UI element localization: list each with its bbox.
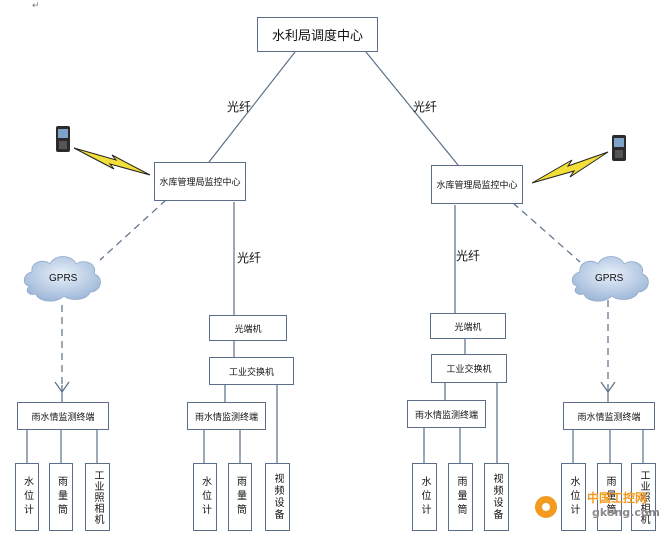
industrial-camera-far-left: 工业照相机 <box>85 463 110 531</box>
mobile-phone-icon-right <box>612 135 626 161</box>
rain-terminal-far-left: 雨水情监测终端 <box>17 402 109 430</box>
fiber-label-left-down: 光纤 <box>237 251 262 265</box>
rain-terminal-far-left-label: 雨水情监测终端 <box>31 412 95 423</box>
rain-gauge-label: 雨量筒 <box>604 476 615 518</box>
fiber-line-top-left <box>208 51 296 163</box>
rain-terminal-far-right-label: 雨水情监测终端 <box>577 412 641 423</box>
monitoring-center-left-label: 水库管理局监控中心 <box>159 178 241 188</box>
fiber-label-top-left: 光纤 <box>227 100 252 114</box>
watermark-url: gkong.com <box>592 506 660 519</box>
optical-terminal-right: 光端机 <box>430 313 506 339</box>
water-level-meter-center-left: 水位计 <box>193 463 217 531</box>
video-device-label: 视频设备 <box>272 473 283 521</box>
mobile-phone-icon-left <box>56 126 70 152</box>
water-level-meter-label: 水位计 <box>199 476 211 518</box>
gprs-label-left: GPRS <box>49 273 78 284</box>
gprs-cloud-icon-left <box>23 256 101 302</box>
optical-terminal-left: 光端机 <box>209 315 287 341</box>
fiber-line-top-right <box>365 51 459 166</box>
video-device-right: 视频设备 <box>484 463 509 531</box>
lightning-icon-left <box>73 147 151 176</box>
wireless-link-right <box>512 202 581 263</box>
water-level-meter-label: 水位计 <box>568 476 579 518</box>
optical-terminal-left-label: 光端机 <box>234 324 262 335</box>
gprs-label-right: GPRS <box>595 273 624 284</box>
water-level-meter-center-right: 水位计 <box>412 463 437 531</box>
industrial-switch-right-label: 工业交换机 <box>446 365 492 375</box>
gprs-cloud-icon-right <box>571 256 649 302</box>
fiber-label-top-right: 光纤 <box>413 100 438 114</box>
rain-terminal-center-left: 雨水情监测终端 <box>187 402 266 430</box>
antenna-icon-left <box>54 381 70 402</box>
water-level-meter-far-right: 水位计 <box>561 463 586 531</box>
rain-terminal-center-left-label: 雨水情监测终端 <box>194 412 258 423</box>
water-level-meter-label: 水位计 <box>419 476 430 518</box>
dispatch-center-label: 水利局调度中心 <box>271 29 363 44</box>
video-device-left: 视频设备 <box>265 463 290 531</box>
rain-gauge-label: 雨量筒 <box>234 476 246 518</box>
rain-terminal-center-right: 雨水情监测终端 <box>407 400 486 428</box>
rain-gauge-label: 雨量筒 <box>55 476 67 518</box>
monitoring-center-right-label: 水库管理局监控中心 <box>436 181 518 191</box>
rain-gauge-far-right: 雨量筒 <box>597 463 622 531</box>
antenna-icon-right <box>600 381 616 402</box>
industrial-switch-left-label: 工业交换机 <box>228 367 274 378</box>
rain-terminal-far-right: 雨水情监测终端 <box>563 402 655 430</box>
rain-terminal-center-right-label: 雨水情监测终端 <box>414 410 478 421</box>
industrial-switch-right: 工业交换机 <box>431 354 507 383</box>
industrial-camera-label: 工业照相机 <box>92 469 103 525</box>
water-level-meter-label: 水位计 <box>21 476 33 518</box>
monitoring-center-right: 水库管理局监控中心 <box>431 165 523 204</box>
industrial-switch-left: 工业交换机 <box>209 357 294 385</box>
rain-gauge-center-left: 雨量筒 <box>228 463 252 531</box>
dispatch-center-node: 水利局调度中心 <box>257 17 378 52</box>
wireless-link-left <box>99 199 167 261</box>
watermark-title: 中国工控网 <box>587 491 648 505</box>
lightning-icon-right <box>531 151 609 184</box>
monitoring-center-left: 水库管理局监控中心 <box>154 162 246 201</box>
fiber-label-right-down: 光纤 <box>456 249 481 263</box>
paragraph-mark: ↵ <box>32 0 40 10</box>
rain-gauge-far-left: 雨量筒 <box>49 463 73 531</box>
industrial-camera-label: 工业照相机 <box>638 469 649 525</box>
optical-terminal-right-label: 光端机 <box>454 322 482 333</box>
rain-gauge-center-right: 雨量筒 <box>448 463 473 531</box>
rain-gauge-label: 雨量筒 <box>455 476 466 518</box>
video-device-label: 视频设备 <box>491 473 502 521</box>
industrial-camera-far-right: 工业照相机 <box>631 463 656 531</box>
water-level-meter-far-left: 水位计 <box>15 463 39 531</box>
